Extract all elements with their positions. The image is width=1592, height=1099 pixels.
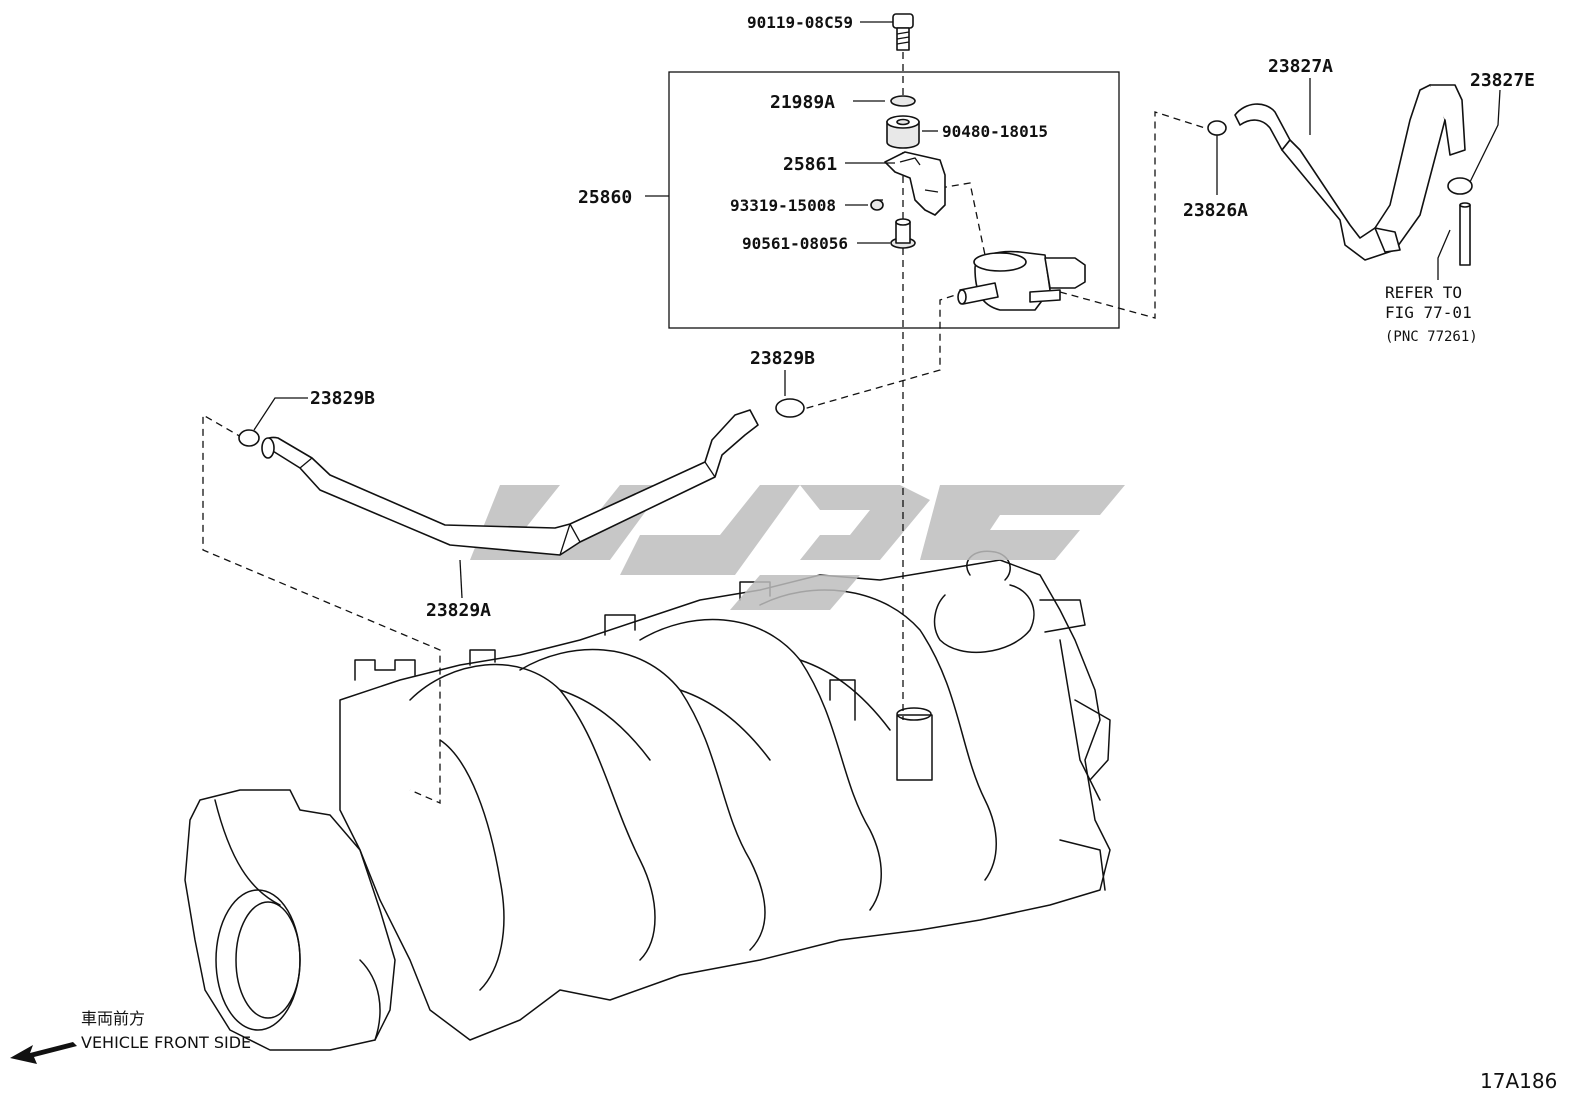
screw-part bbox=[870, 199, 884, 211]
vehicle-direction-indicator: 車両前方 VEHICLE FRONT SIDE bbox=[10, 1009, 251, 1064]
label-hose-left: 23829A bbox=[426, 600, 491, 621]
clamp-left-part bbox=[238, 429, 260, 447]
left-hose-to-manifold-line bbox=[202, 413, 441, 804]
label-clamp-far-right: 23827E bbox=[1470, 70, 1535, 91]
figure-code: 17A186 bbox=[1480, 1069, 1557, 1093]
bracket-to-valve-line bbox=[939, 182, 986, 256]
clamp-far-right-part bbox=[1447, 177, 1473, 195]
valve-to-left-hose-line bbox=[799, 291, 966, 411]
bolt-part bbox=[892, 13, 914, 51]
refer-line-2: FIG 77-01 bbox=[1385, 303, 1472, 322]
label-collar: 90561-08056 bbox=[742, 234, 848, 253]
label-screw: 93319-15008 bbox=[730, 196, 836, 215]
clamp-right-part bbox=[1207, 120, 1227, 136]
assembly-boundary-box bbox=[668, 71, 1120, 329]
intake-manifold-drawing bbox=[184, 550, 1111, 1051]
label-washer: 21989A bbox=[770, 92, 835, 113]
label-assembly: 25860 bbox=[578, 187, 632, 208]
left-hose-assembly bbox=[238, 398, 805, 556]
washer-part bbox=[890, 95, 916, 107]
vacuum-switching-valve bbox=[957, 250, 1086, 311]
direction-label-jp: 車両前方 bbox=[81, 1009, 145, 1028]
refer-line-1: REFER TO bbox=[1385, 283, 1462, 302]
refer-note: REFER TO FIG 77-01 (PNC 77261) bbox=[1385, 283, 1478, 345]
label-clamp-mid: 23829B bbox=[750, 348, 815, 369]
clamp-mid-part bbox=[775, 398, 805, 418]
callout-labels: 90119-08C59 21989A 90480-18015 25861 933… bbox=[310, 13, 1535, 621]
label-clamp-right: 23826A bbox=[1183, 200, 1248, 221]
label-bracket: 25861 bbox=[783, 154, 837, 175]
grommet-part bbox=[886, 115, 920, 149]
refer-line-3: (PNC 77261) bbox=[1385, 329, 1478, 345]
label-hose-right: 23827A bbox=[1268, 56, 1333, 77]
label-bolt: 90119-08C59 bbox=[747, 13, 853, 32]
arrow-left-icon bbox=[10, 1042, 77, 1064]
direction-label-en: VEHICLE FRONT SIDE bbox=[81, 1033, 251, 1052]
leader-lines bbox=[253, 21, 1501, 599]
label-clamp-left: 23829B bbox=[310, 388, 375, 409]
right-hose-assembly bbox=[1207, 84, 1473, 266]
label-grommet: 90480-18015 bbox=[942, 122, 1048, 141]
valve-to-right-hose-line bbox=[1059, 111, 1206, 319]
bracket-part bbox=[884, 151, 946, 216]
collar-part bbox=[890, 218, 916, 249]
